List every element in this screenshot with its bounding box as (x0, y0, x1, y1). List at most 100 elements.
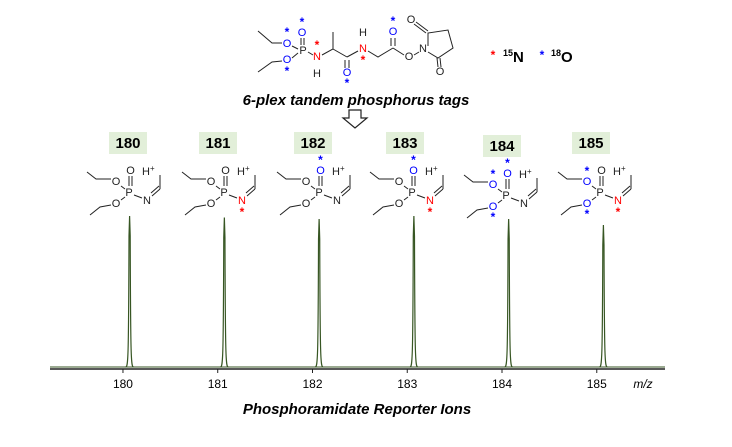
atom-oxygen-phosphoryl: O (503, 168, 512, 180)
atom-oxygen-ester-upper: O (302, 176, 311, 188)
atom-nitrogen: N (426, 195, 434, 207)
peak-183 (409, 215, 419, 368)
proton-label: H+ (237, 164, 250, 178)
n15-star: * (315, 38, 320, 52)
atom-phosphorus: P (299, 45, 306, 57)
reporter-bonds (276, 171, 351, 216)
legend-o18-mass: 18 (551, 48, 561, 58)
peak-181 (220, 217, 229, 368)
atom-phosphorus: P (408, 187, 415, 199)
reporter-bonds (86, 171, 161, 216)
atom-nitrogen: N (419, 43, 427, 55)
o18-star: * (491, 167, 496, 181)
atom-oxygen-phosphoryl: O (126, 165, 135, 177)
n15-star: * (616, 205, 621, 219)
o18-star: * (285, 25, 290, 39)
mass-label-text: 183 (392, 135, 417, 152)
peak-182 (314, 219, 324, 368)
tandem-tag-structure: O * O * P O * N * H O * N H * O * O N O … (257, 14, 454, 90)
reporter-bonds (181, 171, 256, 216)
atom-nitrogen: N (143, 195, 151, 207)
x-tick-label: 181 (208, 377, 228, 391)
atom-o18-ester-upper: O (283, 38, 292, 50)
atom-oxygen: O (405, 51, 414, 63)
atom-nitrogen: N (238, 195, 246, 207)
mass-label-box (483, 135, 521, 157)
legend-o18-element: O (561, 49, 573, 66)
tag-title: 6-plex tandem phosphorus tags (243, 92, 470, 109)
n15-star: * (240, 205, 245, 219)
x-tick-label: 182 (302, 377, 322, 391)
atom-nitrogen: N (520, 198, 528, 210)
atom-oxygen-ester-upper: O (489, 179, 498, 191)
x-tick-label: 184 (492, 377, 512, 391)
atom-n15-phosphoramide: N (313, 51, 321, 63)
atom-phosphorus: P (315, 187, 322, 199)
atom-oxygen-phosphoryl: O (597, 165, 606, 177)
x-tick-label: 183 (397, 377, 417, 391)
atom-oxygen-ester-lower: O (302, 198, 311, 210)
legend-n15-mass: 15 (503, 48, 513, 58)
reporter-bonds (463, 174, 538, 219)
o18-star: * (318, 153, 323, 167)
isotope-legend: * 15N * 18O (491, 48, 573, 66)
atom-phosphorus: P (220, 187, 227, 199)
chart-title: Phosphoramidate Reporter Ions (243, 401, 471, 418)
legend-o18-label: 18O (551, 48, 573, 66)
atom-oxygen-phosphoryl: O (409, 165, 418, 177)
mass-label-text: 185 (578, 135, 603, 152)
atom-oxygen-ester-upper: O (207, 176, 216, 188)
o18-star: * (585, 207, 590, 221)
mass-label-182: 182 (294, 132, 332, 154)
mass-label-text: 184 (489, 138, 515, 155)
x-tick-label: 185 (587, 377, 607, 391)
mass-label-box (294, 132, 332, 154)
o18-star: * (505, 156, 510, 170)
legend-n15-label: 15N (503, 48, 524, 66)
atom-nitrogen: N (614, 195, 622, 207)
atom-oxygen-ester-lower: O (112, 198, 121, 210)
mass-label-text: 182 (300, 135, 325, 152)
atom-n15-amide: N (359, 43, 367, 55)
atom-o18-phosphoryl: O (298, 27, 307, 39)
mass-label-text: 181 (205, 135, 230, 152)
atom-nitrogen: N (333, 195, 341, 207)
n15-star: * (361, 53, 366, 67)
atom-oxygen-ester-lower: O (583, 198, 592, 210)
atom-oxygen: O (436, 66, 445, 78)
legend-o18-star: * (540, 48, 545, 62)
mass-label-185: 185 (572, 132, 610, 154)
o18-star: * (300, 15, 305, 29)
mass-label-box (199, 132, 237, 154)
peak-184 (504, 219, 513, 368)
peak-180 (125, 215, 134, 368)
atom-o18-ester-lower: O (283, 54, 292, 66)
legend-n15-element: N (513, 49, 524, 66)
mass-label-184: 184 (483, 135, 521, 157)
atom-oxygen-ester-lower: O (207, 198, 216, 210)
atom-oxygen: O (407, 14, 416, 26)
reporter-bonds (369, 171, 444, 216)
proton-label: H+ (519, 167, 532, 181)
down-arrow-icon (341, 109, 369, 129)
atom-phosphorus: P (502, 190, 509, 202)
mass-label-183: 183 (386, 132, 424, 154)
mass-label-text: 180 (115, 135, 140, 152)
proton-label: H+ (142, 164, 155, 178)
atom-hydrogen: H (359, 27, 367, 39)
atom-o18-ester-carbonyl: O (389, 26, 398, 38)
peak-185 (599, 225, 608, 368)
atom-oxygen-ester-upper: O (112, 176, 121, 188)
atom-hydrogen: H (313, 68, 321, 80)
o18-star: * (285, 64, 290, 78)
o18-star: * (585, 164, 590, 178)
